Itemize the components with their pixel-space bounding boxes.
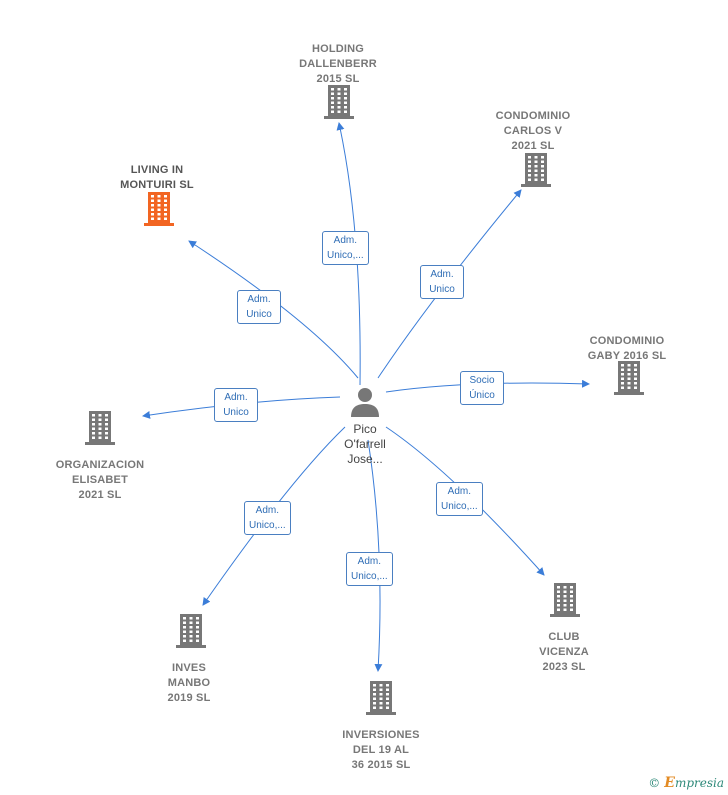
building-icon[interactable] — [84, 411, 116, 450]
relation-label-holding[interactable]: Adm. Unico,... — [322, 231, 369, 265]
building-icon[interactable] — [365, 681, 397, 720]
relation-label-inves[interactable]: Adm. Unico,... — [244, 501, 291, 535]
company-label-organizacion[interactable]: ORGANIZACION ELISABET 2021 SL — [55, 459, 145, 501]
company-label-holding[interactable]: HOLDING DALLENBERR 2015 SL — [299, 43, 377, 85]
relation-label-organizacion[interactable]: Adm. Unico — [214, 388, 258, 422]
building-icon[interactable] — [549, 583, 581, 622]
company-label-club[interactable]: CLUB VICENZA 2023 SL — [539, 631, 589, 673]
building-icon[interactable] — [613, 361, 645, 400]
center-person-label[interactable]: Pico O'farrell Jose... — [344, 422, 386, 466]
edge-to-inves — [202, 426, 346, 606]
building-icon[interactable] — [143, 192, 175, 231]
edge-to-living — [188, 240, 359, 379]
relation-label-inversiones[interactable]: Adm. Unico,... — [346, 552, 393, 586]
brand-name: mpresia — [674, 776, 724, 790]
company-label-inversiones[interactable]: INVERSIONES DEL 19 AL 36 2015 SL — [342, 729, 420, 771]
company-label-inves[interactable]: INVES MANBO 2019 SL — [167, 662, 211, 704]
copyright-symbol: © — [648, 776, 661, 790]
relation-label-living[interactable]: Adm. Unico — [237, 290, 281, 324]
company-label-living[interactable]: LIVING IN MONTUIRI SL — [120, 164, 194, 191]
person-icon[interactable] — [350, 386, 380, 418]
building-icon[interactable] — [175, 614, 207, 653]
building-icon[interactable] — [323, 85, 355, 124]
company-label-condominio-gaby[interactable]: CONDOMINIO GABY 2016 SL — [587, 335, 667, 362]
company-label-condominio-carlos[interactable]: CONDOMINIO CARLOS V 2021 SL — [495, 110, 571, 152]
brand-initial: E — [664, 775, 675, 791]
footer-brand: ©Empresia — [648, 775, 724, 791]
relation-label-condominio-gaby[interactable]: Socio Único — [460, 371, 504, 405]
relation-label-club[interactable]: Adm. Unico,... — [436, 482, 483, 516]
relation-label-condominio-carlos[interactable]: Adm. Unico — [420, 265, 464, 299]
building-icon[interactable] — [520, 153, 552, 192]
